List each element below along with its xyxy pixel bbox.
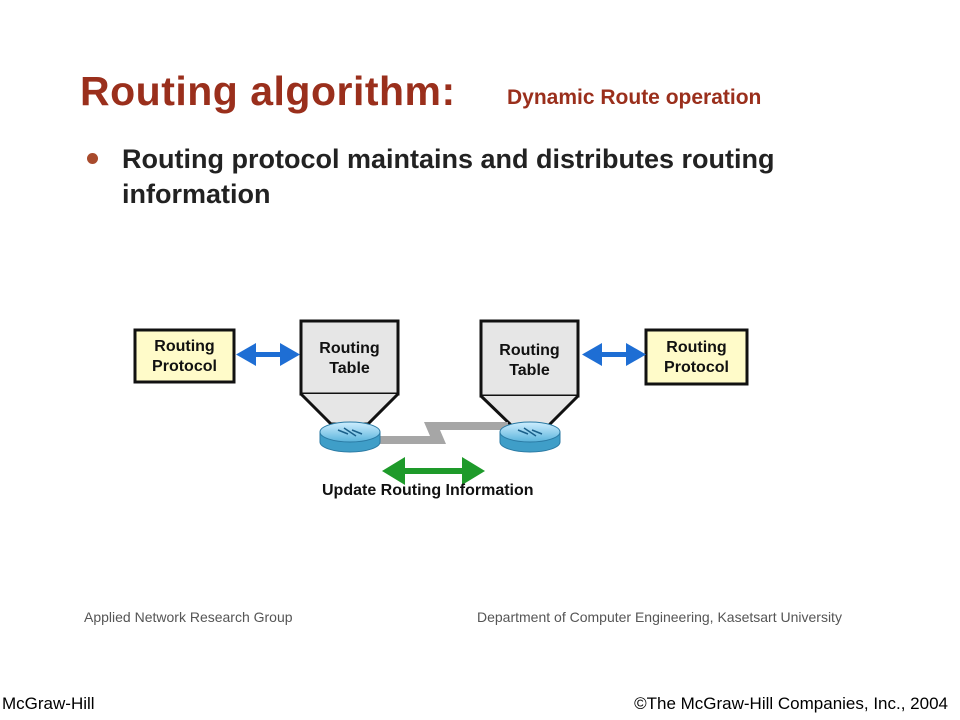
left-router-icon [319,421,381,453]
copyright-notice: ©The McGraw-Hill Companies, Inc., 2004 [634,694,948,713]
router-link [378,422,508,444]
label-line: Table [509,362,550,379]
slide-title: Routing algorithm: [80,68,456,114]
left-protocol-box [133,328,236,384]
bullet-text: Routing protocol maintains and distribut… [122,144,775,209]
publisher-name: McGraw-Hill [2,694,95,713]
left-table-box [299,319,400,396]
label-line: Protocol [664,359,729,376]
right-protocol-box [644,328,749,386]
label-line: Routing [499,342,560,359]
right-table-box [479,319,580,398]
right-table-funnel [479,394,580,428]
bullet-icon [87,153,98,164]
update-green-arrow [382,457,485,485]
left-blue-arrow [236,343,300,366]
footer-left: Applied Network Research Group [84,609,293,625]
label-line: Routing [154,338,215,355]
label-line: Routing [666,339,727,356]
right-router-icon [499,421,561,453]
label-line: Routing [319,340,380,357]
footer-right: Department of Computer Engineering, Kase… [477,609,842,625]
label-line: Table [329,360,370,377]
update-routing-label: Update Routing Information [322,482,534,499]
label-line: Protocol [152,358,217,375]
slide-subtitle: Dynamic Route operation [507,86,762,109]
right-blue-arrow [582,343,646,366]
left-table-funnel [299,392,400,426]
